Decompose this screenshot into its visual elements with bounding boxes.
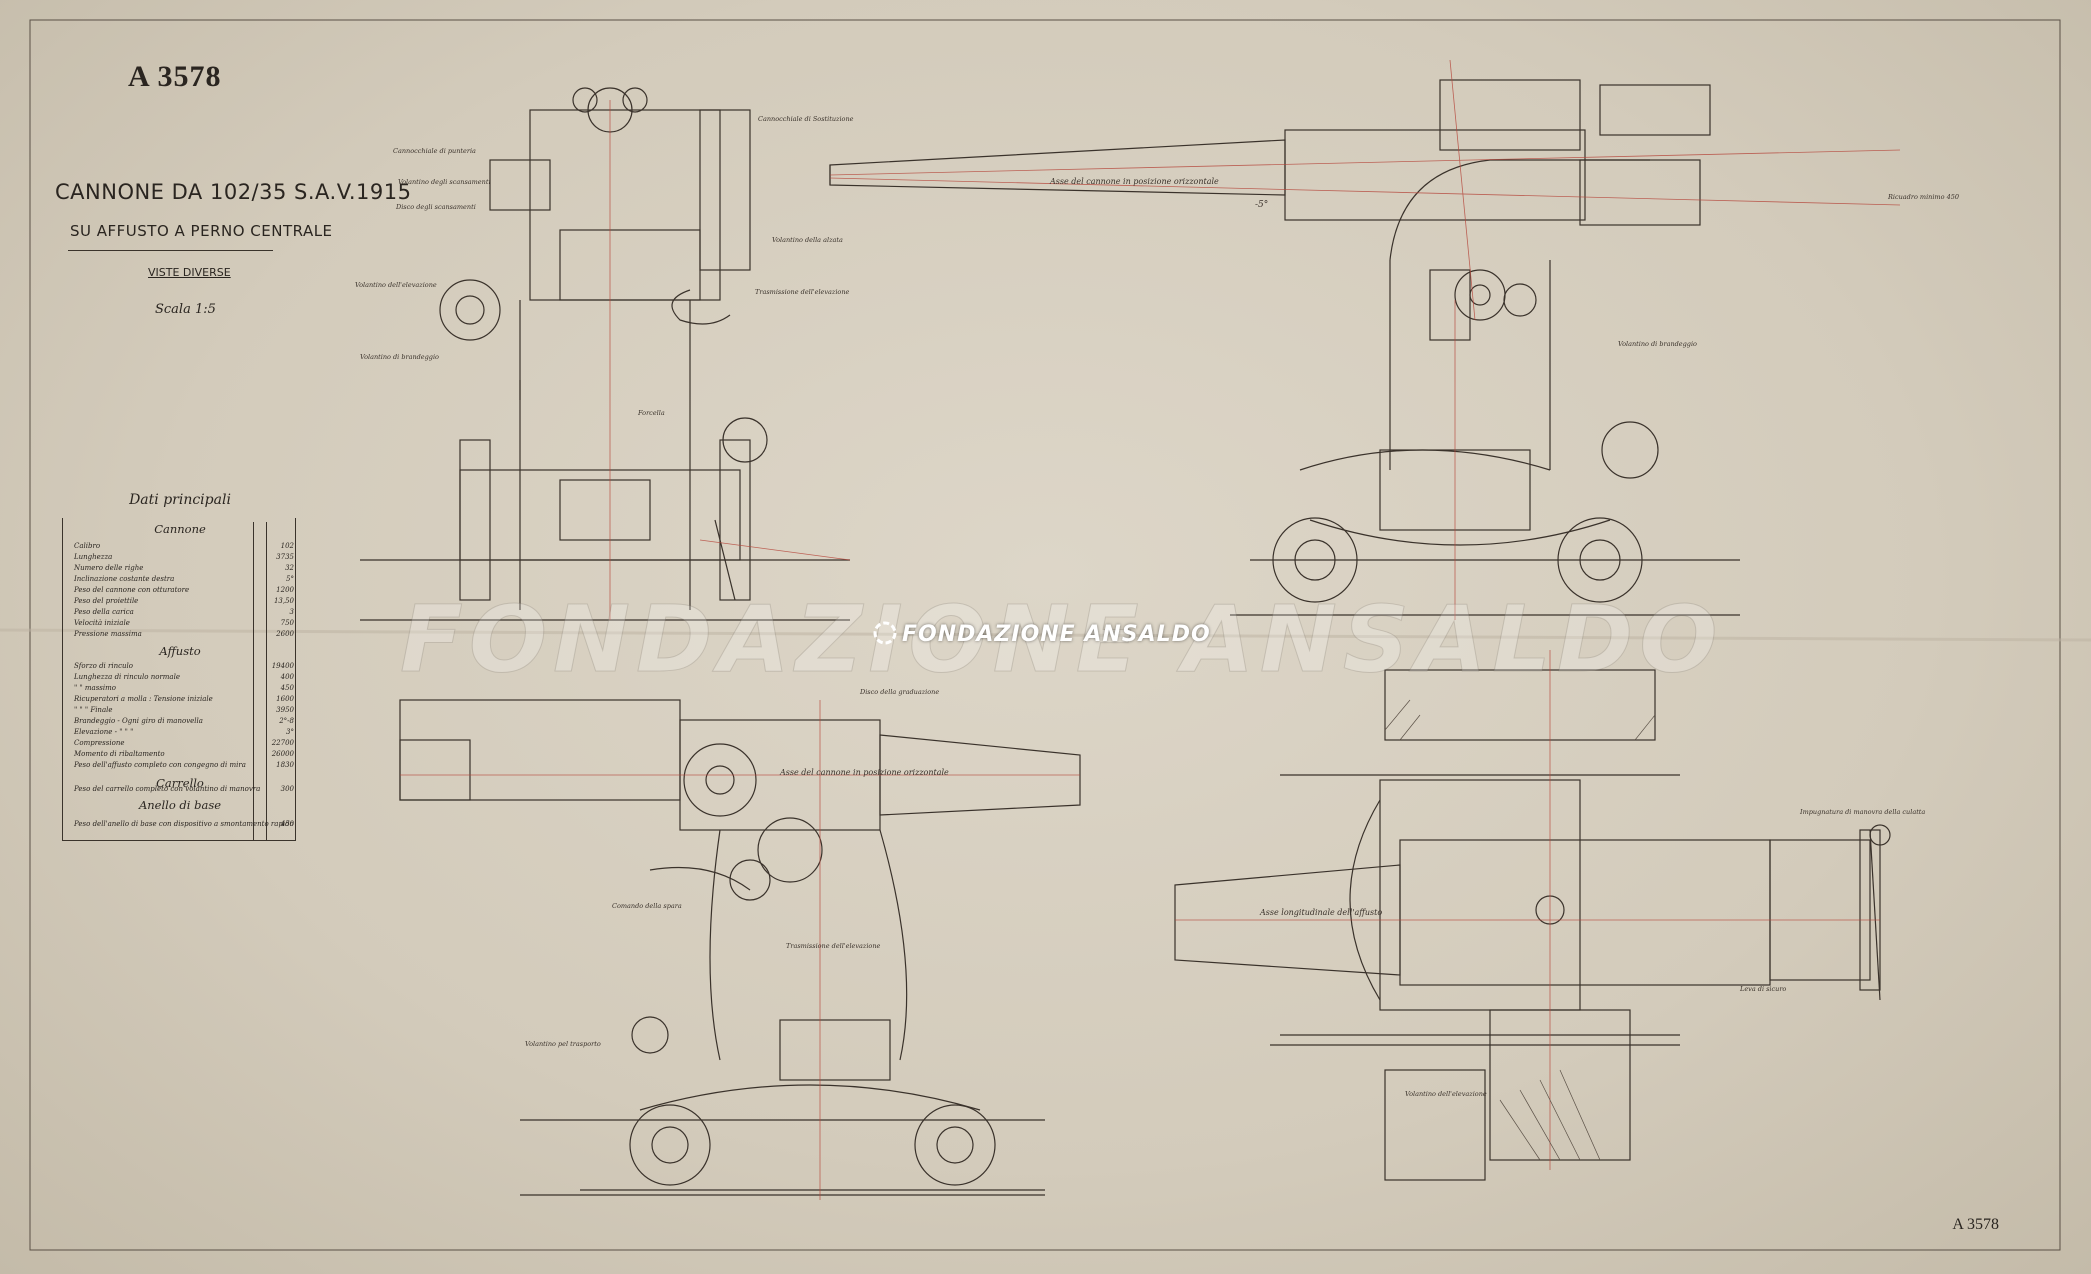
lower-side-view bbox=[399, 699, 1081, 1196]
callout-label: Disco degli scansamenti bbox=[396, 203, 476, 211]
callout-label: Comando della spara bbox=[612, 902, 682, 910]
plan-view bbox=[1174, 669, 1891, 1181]
section-title-carrello: Carrello bbox=[156, 776, 204, 790]
callout-label: Volantino degli scansamenti bbox=[398, 178, 491, 186]
callout-label: -5° bbox=[1255, 200, 1269, 210]
table-row: Peso del carrello completo con volantino… bbox=[74, 785, 294, 793]
section-title-anello-di-base: Anello di base bbox=[138, 798, 222, 812]
callout-label: Trasmissione dell'elevazione bbox=[786, 942, 881, 950]
callout-label: Volantino della alzata bbox=[772, 236, 843, 244]
callout-label: Forcella bbox=[638, 409, 665, 417]
unit-column-line bbox=[253, 522, 254, 840]
callout-label: Asse longitudinale dell'affusto bbox=[1260, 908, 1383, 917]
views-label: VISTE DIVERSE bbox=[148, 266, 231, 279]
table-row: Peso dell'affusto completo con congegno … bbox=[74, 761, 294, 769]
callout-label: Ricuadro minimo 450 bbox=[1888, 193, 1959, 201]
callout-label: Impugnatura di manovra della culatta bbox=[1800, 808, 1926, 816]
main-data-frame bbox=[62, 518, 296, 841]
callout-label: Asse del cannone in posizione orizzontal… bbox=[780, 768, 949, 777]
table-row: Peso dell'anello di base con dispositivo… bbox=[74, 820, 294, 828]
callout-label: Volantino pel trasporto bbox=[525, 1040, 601, 1048]
red-construction-lines bbox=[400, 59, 1901, 1200]
callout-label: Cannocchiale di punteria bbox=[393, 147, 476, 155]
callout-label: Volantino dell'elevazione bbox=[1405, 1090, 1487, 1098]
section-title-affusto: Affusto bbox=[159, 644, 201, 658]
callout-label: Trasmissione dell'elevazione bbox=[755, 288, 850, 296]
callout-label: Volantino di brandeggio bbox=[360, 353, 439, 361]
callout-label: Leva di sicuro bbox=[1740, 985, 1787, 993]
scale-label: Scala 1:5 bbox=[155, 302, 216, 317]
table-row: Ricuperatori a molla : Tensione iniziale… bbox=[74, 695, 294, 703]
section-title-cannone: Cannone bbox=[154, 522, 206, 536]
front-view bbox=[360, 87, 850, 621]
callout-label: Cannocchiale di Sostituzione bbox=[758, 115, 854, 123]
ansaldo-logo-icon bbox=[873, 621, 897, 645]
hatching bbox=[1384, 699, 1656, 1161]
main-data-title: Dati principali bbox=[129, 492, 231, 508]
drawing-number-corner: A 3578 bbox=[1952, 1216, 1999, 1233]
callout-label: Volantino dell'elevazione bbox=[355, 281, 437, 289]
drawing-title: CANNONE DA 102/35 S.A.V.1915 bbox=[55, 180, 412, 204]
callout-label: Disco della graduazione bbox=[860, 688, 940, 696]
callout-label: Volantino di brandeggio bbox=[1618, 340, 1697, 348]
title-rule bbox=[68, 250, 273, 251]
watermark: FONDAZIONE ANSALDO bbox=[400, 586, 1724, 694]
drawing-subtitle: SU AFFUSTO A PERNO CENTRALE bbox=[70, 222, 333, 240]
table-row: Elevazione - " " "3° bbox=[74, 728, 294, 736]
callout-label: Asse del cannone in posizione orizzontal… bbox=[1050, 177, 1219, 186]
side-view bbox=[829, 79, 1740, 616]
drawing-number: A 3578 bbox=[128, 60, 222, 93]
watermark-logo-text: FONDAZIONE ANSALDO bbox=[902, 622, 1211, 647]
value-column-line bbox=[266, 522, 267, 840]
